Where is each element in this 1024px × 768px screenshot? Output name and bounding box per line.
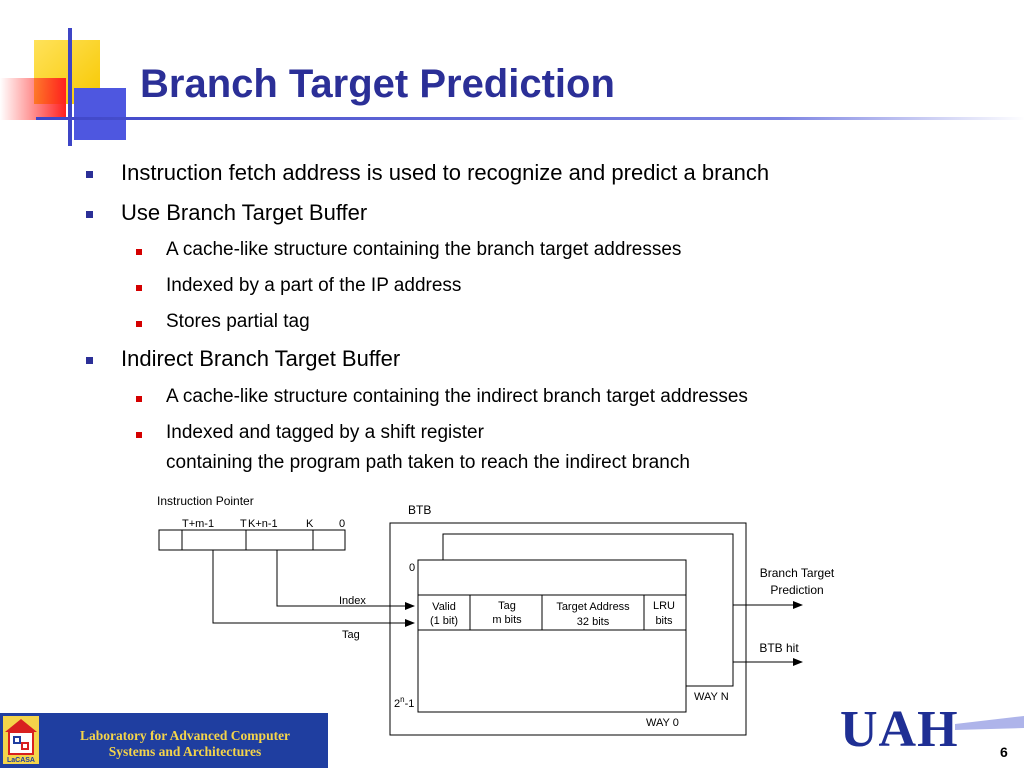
bullet-item: Instruction fetch address is used to rec…: [121, 160, 770, 185]
lacasa-logo: LaCASA: [3, 716, 39, 764]
sub-bullet-item: Stores partial tag: [166, 311, 310, 332]
sub-bullet-item: Indexed by a part of the IP address: [166, 275, 462, 296]
field-target-size: 32 bits: [577, 616, 610, 628]
field-valid-size: (1 bit): [430, 615, 458, 627]
tag-label: Tag: [342, 629, 360, 641]
slide-title: Branch Target Prediction: [140, 62, 615, 106]
sub-bullet-item: A cache-like structure containing the in…: [166, 386, 748, 407]
btb-entry-row: [417, 594, 687, 631]
ip-label: Instruction Pointer: [157, 494, 254, 508]
way-n-outline: [442, 533, 734, 687]
prediction-label: Branch Target: [760, 566, 835, 580]
bit-label-t: T: [240, 518, 247, 530]
ip-register: [158, 529, 346, 551]
row-first-label: 0: [409, 562, 415, 574]
bit-label-k: K: [306, 518, 314, 530]
sub-bullet-square-icon: [136, 249, 142, 255]
field-lru: LRU: [653, 600, 675, 612]
bit-label-tm1: T+m-1: [182, 518, 214, 530]
field-tag: Tag: [498, 600, 516, 612]
bullet-item: Indirect Branch Target Buffer: [121, 346, 401, 371]
field-tag-size: m bits: [492, 614, 522, 626]
sub-bullet-item: A cache-like structure containing the br…: [166, 239, 682, 260]
sub-bullet-square-icon: [136, 432, 142, 438]
index-label: Index: [339, 595, 366, 607]
field-target: Target Address: [556, 601, 630, 613]
page-number: 6: [1000, 744, 1008, 760]
way-0-box: [417, 559, 687, 713]
way-n-label: WAY N: [694, 691, 729, 703]
btb-label: BTB: [408, 503, 431, 517]
way-0-label: WAY 0: [646, 717, 679, 729]
sub-bullet-square-icon: [136, 285, 142, 291]
bullet-item: Use Branch Target Buffer: [121, 200, 368, 225]
lab-name: Laboratory for Advanced Computer Systems…: [50, 728, 320, 760]
blue-square: [74, 88, 126, 140]
btb-diagram: Instruction Pointer T+m-1 T K+n-1 K 0 BT…: [157, 494, 835, 736]
uah-logo: UAH: [840, 701, 959, 758]
svg-text:LaCASA: LaCASA: [7, 757, 35, 764]
sub-bullet-item: Indexed and tagged by a shift register: [166, 422, 484, 443]
sub-bullet-continuation: containing the program path taken to rea…: [166, 452, 690, 473]
bullet-square-icon: [86, 357, 93, 364]
lab-name-line1: Laboratory for Advanced Computer: [79, 728, 291, 743]
footer-banner: [0, 713, 328, 768]
uah-swoosh: [955, 716, 1024, 730]
btb-hit-label: BTB hit: [759, 641, 799, 655]
sub-bullet-square-icon: [136, 396, 142, 402]
bullet-square-icon: [86, 171, 93, 178]
index-arrow: [276, 550, 415, 610]
btb-outer-box: [389, 522, 747, 736]
sub-bullet-square-icon: [136, 321, 142, 327]
vertical-rule: [68, 28, 72, 146]
lab-name-line2: Systems and Architectures: [108, 744, 262, 759]
row-last-label: 2n-1: [394, 695, 414, 710]
field-lru-size: bits: [655, 615, 673, 627]
prediction-label-2: Prediction: [770, 583, 823, 597]
bit-label-kn1: K+n-1: [248, 518, 278, 530]
field-valid: Valid: [432, 601, 456, 613]
bit-label-zero: 0: [339, 518, 345, 530]
red-square: [0, 78, 66, 120]
corner-decoration: [0, 28, 126, 146]
tag-arrow: [212, 550, 415, 627]
title-underline: [36, 117, 1024, 120]
bullet-square-icon: [86, 211, 93, 218]
